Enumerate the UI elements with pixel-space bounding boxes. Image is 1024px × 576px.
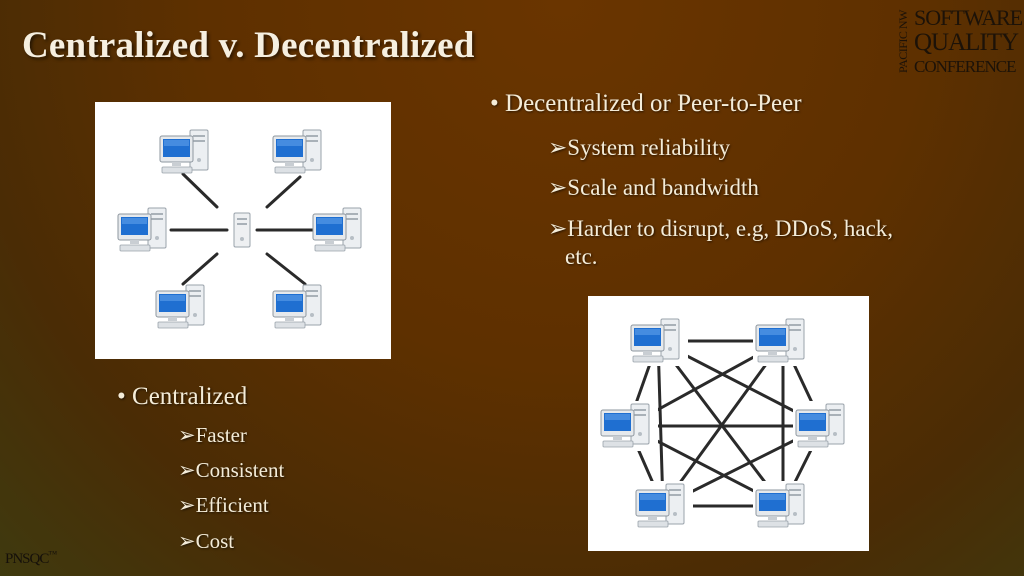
central-server-icon <box>233 212 251 248</box>
centralized-point-2-text: Consistent <box>195 458 285 482</box>
logo-side-text: PACIFIC NW <box>896 10 910 74</box>
logo-line-quality: QUALITY <box>914 29 1019 56</box>
logo-line-conference: CONFERENCE <box>914 57 1016 76</box>
computer-icon <box>117 207 167 252</box>
bullet-dot: • <box>117 383 133 410</box>
star-nodes <box>117 129 362 329</box>
centralized-heading-text: Centralized <box>132 383 248 410</box>
decentralized-point-3-continuation: etc. <box>565 244 598 269</box>
centralized-point-3-text: Efficient <box>195 493 269 517</box>
mesh-link <box>661 339 785 508</box>
star-link <box>265 175 302 209</box>
footer-brand: PNSQC™ <box>5 549 57 568</box>
centralized-point-4: ➢Cost <box>178 529 234 554</box>
star-link <box>181 252 219 286</box>
bullet-dot: • <box>490 90 506 117</box>
mesh-link <box>656 339 665 508</box>
computer-icon <box>600 403 650 448</box>
arrow-bullet-icon: ➢ <box>178 458 196 482</box>
computer-icon <box>635 483 685 528</box>
star-link <box>265 252 307 286</box>
arrow-bullet-icon: ➢ <box>548 175 568 200</box>
computer-icon <box>272 129 322 174</box>
mesh-topology-svg <box>598 316 853 531</box>
centralized-point-1: ➢Faster <box>178 423 247 448</box>
computer-icon <box>795 403 845 448</box>
decentralized-heading: • Decentralized or Peer-to-Peer <box>490 90 802 118</box>
star-link <box>181 172 219 209</box>
slide-title: Centralized v. Decentralized <box>22 25 475 66</box>
decentralized-point-2-text: Scale and bandwidth <box>567 175 759 200</box>
arrow-bullet-icon: ➢ <box>178 423 196 447</box>
decentralized-point-2: ➢Scale and bandwidth <box>548 175 759 201</box>
computer-icon <box>155 284 205 329</box>
trademark-mark: ™ <box>48 549 57 559</box>
conference-logo: PACIFIC NW SOFTWARE QUALITY CONFERENCE <box>896 5 1023 76</box>
arrow-bullet-icon: ➢ <box>178 529 196 553</box>
mesh-link <box>656 339 785 508</box>
computer-icon <box>755 318 805 363</box>
centralized-point-2: ➢Consistent <box>178 458 284 483</box>
computer-icon <box>755 483 805 528</box>
star-links <box>169 172 317 286</box>
computer-icon <box>312 207 362 252</box>
decentralized-heading-text: Decentralized or Peer-to-Peer <box>505 90 802 117</box>
mesh-nodes <box>598 316 853 531</box>
centralized-network-diagram <box>95 102 391 359</box>
arrow-bullet-icon: ➢ <box>178 493 196 517</box>
decentralized-point-3-text: Harder to disrupt, e.g, DDoS, hack, <box>567 216 894 241</box>
computer-icon <box>272 284 322 329</box>
logo-line-software: SOFTWARE <box>914 5 1023 30</box>
arrow-bullet-icon: ➢ <box>548 216 568 241</box>
decentralized-point-1-text: System reliability <box>567 135 731 160</box>
decentralized-point-3: ➢Harder to disrupt, e.g, DDoS, hack, <box>548 216 893 242</box>
centralized-point-4-text: Cost <box>195 529 235 553</box>
star-topology-svg <box>117 129 362 329</box>
centralized-point-1-text: Faster <box>195 423 247 447</box>
computer-icon <box>159 129 209 174</box>
computer-icon <box>630 318 680 363</box>
decentralized-network-diagram <box>588 296 869 551</box>
decentralized-point-1: ➢System reliability <box>548 135 730 161</box>
footer-label: PNSQC <box>5 551 49 567</box>
centralized-point-3: ➢Efficient <box>178 493 269 518</box>
centralized-heading: • Centralized <box>117 383 247 411</box>
arrow-bullet-icon: ➢ <box>548 135 568 160</box>
